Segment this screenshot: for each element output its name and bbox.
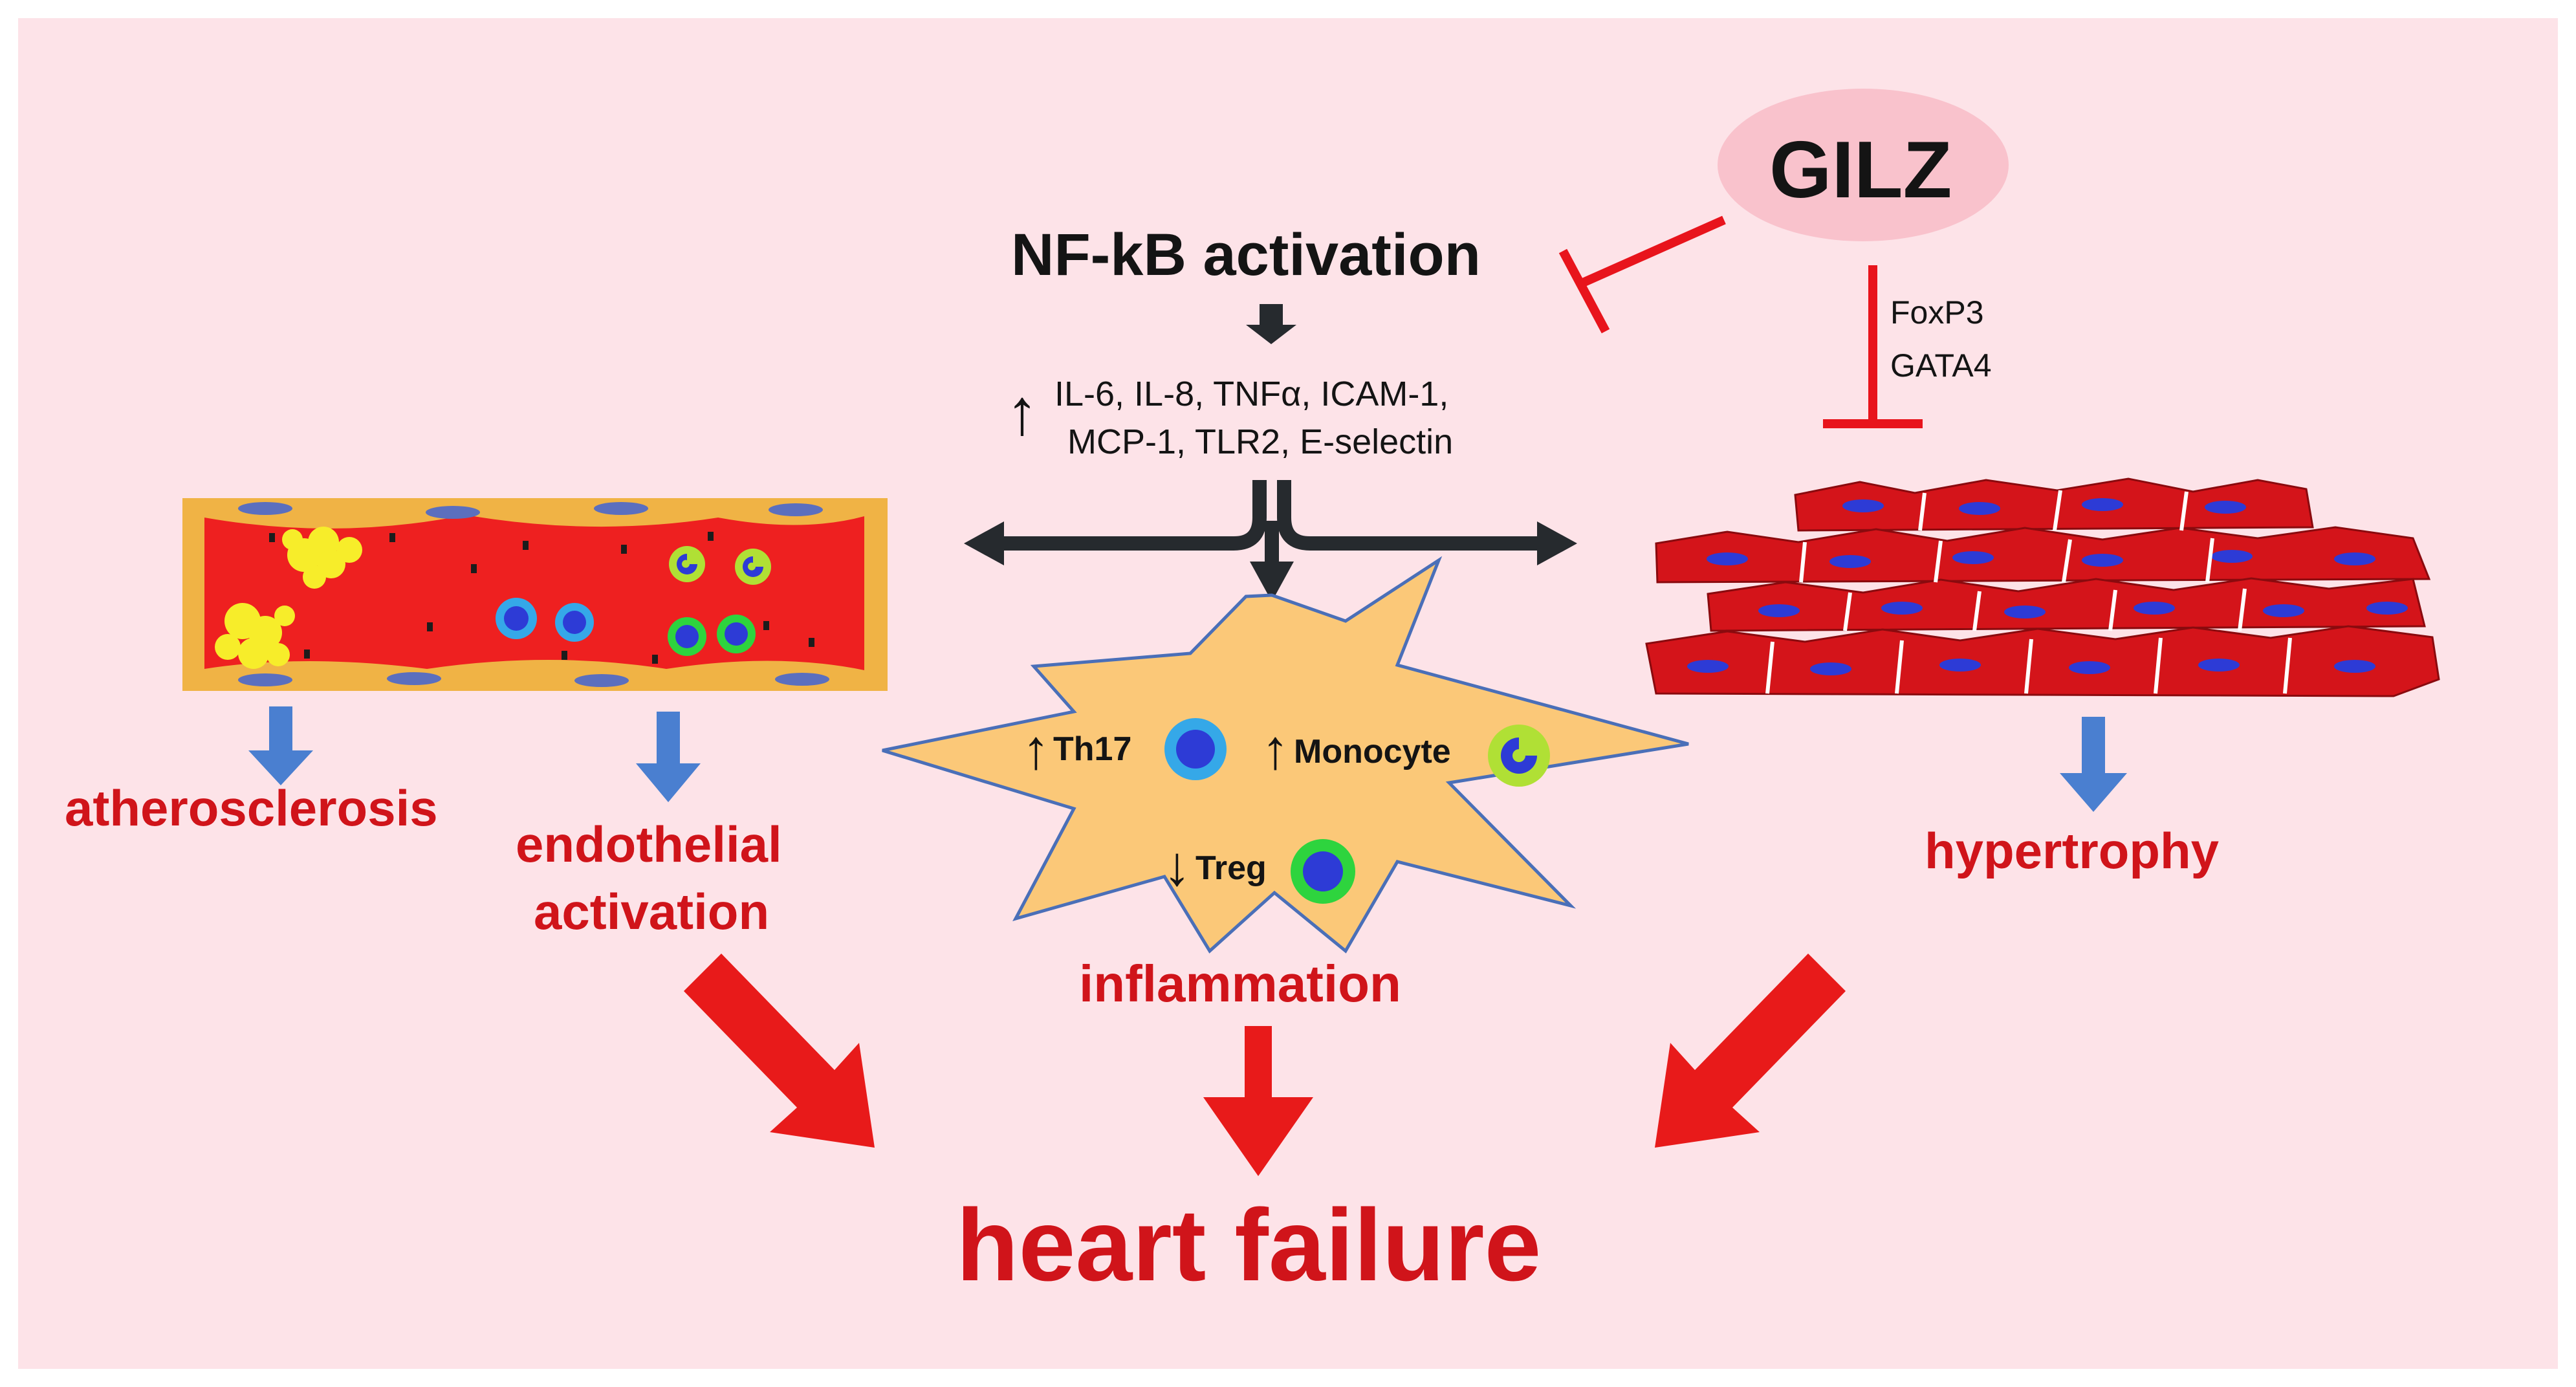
branch-arrows-icon bbox=[999, 480, 1543, 569]
gilz-inhibits-hypertrophy-icon bbox=[1823, 265, 1923, 428]
branch-arrowheads-icon bbox=[964, 521, 1577, 602]
mediators-up-arrow: ↑ bbox=[1006, 376, 1038, 448]
cardiomyocyte-tissue bbox=[1645, 477, 2440, 697]
gilz-target-foxp3: FoxP3 bbox=[1890, 294, 1984, 331]
endothelial-label-line-1: endothelial bbox=[516, 816, 782, 873]
red-arrow-icon bbox=[684, 954, 1846, 1176]
treg-cell-icon bbox=[1291, 839, 1355, 904]
nfkb-down-arrow-icon bbox=[1246, 304, 1296, 344]
inflammation-star bbox=[882, 556, 1689, 954]
treg-down-arrow: ↓ bbox=[1163, 835, 1191, 897]
gilz-label: GILZ bbox=[1769, 126, 1952, 215]
monocyte-up-arrow: ↑ bbox=[1261, 719, 1289, 781]
endothelial-label-line-2: activation bbox=[534, 883, 770, 940]
th17-up-arrow: ↑ bbox=[1022, 719, 1050, 781]
hypertrophy-label: hypertrophy bbox=[1925, 822, 2220, 879]
monocyte-cell-icon bbox=[1488, 725, 1550, 787]
gilz-inhibits-nfkb-icon bbox=[1558, 215, 1726, 334]
treg-label: Treg bbox=[1195, 849, 1267, 887]
blue-arrow-icon bbox=[248, 706, 2127, 812]
blood-vessel bbox=[182, 498, 888, 691]
inflammation-caption: inflammation bbox=[1079, 955, 1401, 1012]
mediators-line-2: MCP-1, TLR2, E-selectin bbox=[1067, 422, 1454, 461]
plaque-icon bbox=[215, 527, 362, 669]
gilz-target-gata4: GATA4 bbox=[1890, 347, 1992, 384]
gilz-ellipse bbox=[1718, 89, 2009, 241]
heart-failure-label: heart failure bbox=[956, 1188, 1542, 1302]
atherosclerosis-label: atherosclerosis bbox=[65, 780, 438, 836]
mediators-line-1: IL-6, IL-8, TNFα, ICAM-1, bbox=[1054, 375, 1449, 413]
monocyte-label: Monocyte bbox=[1294, 733, 1451, 770]
nfkb-activation-title: NF-kB activation bbox=[1011, 222, 1481, 288]
th17-cell-icon bbox=[1164, 718, 1227, 780]
th17-label: Th17 bbox=[1053, 730, 1132, 768]
